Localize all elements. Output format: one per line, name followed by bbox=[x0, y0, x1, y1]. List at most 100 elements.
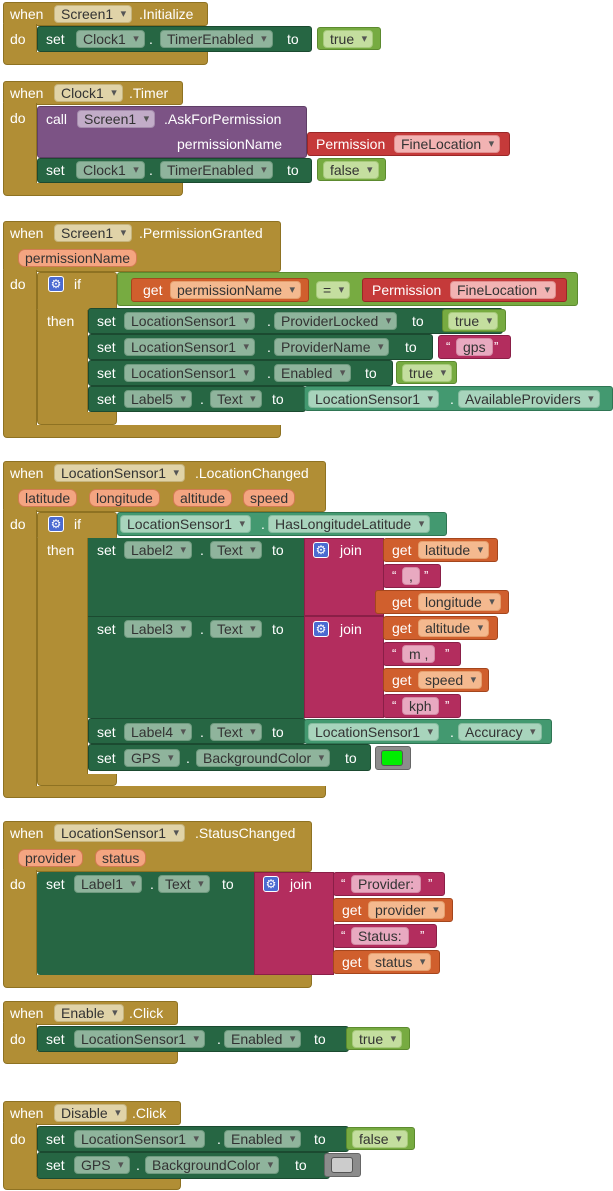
property-dropdown[interactable]: BackgroundColor bbox=[196, 749, 331, 767]
component-dropdown[interactable]: Screen1 bbox=[54, 5, 133, 23]
boolean-dropdown[interactable]: true bbox=[448, 312, 499, 330]
component-dropdown[interactable]: Label3 bbox=[124, 620, 193, 638]
text-value[interactable]: m , bbox=[402, 645, 436, 663]
property-dropdown[interactable]: AvailableProviders bbox=[458, 390, 600, 408]
variable-dropdown[interactable]: longitude bbox=[418, 593, 501, 611]
component-dropdown[interactable]: Clock1 bbox=[76, 161, 145, 179]
property-dropdown[interactable]: Text bbox=[210, 620, 262, 638]
gear-icon[interactable]: ⚙ bbox=[313, 542, 329, 558]
property-dropdown[interactable]: Enabled bbox=[224, 1030, 302, 1048]
component-dropdown[interactable]: Screen1 bbox=[54, 224, 133, 242]
property-dropdown[interactable]: HasLongitudeLatitude bbox=[268, 515, 431, 533]
event-block-bottom bbox=[3, 786, 326, 798]
boolean-dropdown[interactable]: true bbox=[323, 30, 374, 48]
to-keyword: to bbox=[314, 1031, 326, 1047]
text-value[interactable]: Status: bbox=[351, 927, 409, 945]
component-dropdown[interactable]: Disable bbox=[54, 1104, 127, 1122]
set-keyword: set bbox=[97, 391, 116, 407]
component-dropdown[interactable]: Label2 bbox=[124, 541, 193, 559]
component-dropdown[interactable]: LocationSensor1 bbox=[74, 1030, 206, 1048]
dot-separator: . bbox=[150, 876, 154, 892]
open-quote-icon: “ bbox=[392, 568, 397, 583]
boolean-dropdown[interactable]: false bbox=[323, 161, 379, 179]
to-keyword: to bbox=[272, 724, 284, 740]
variable-dropdown[interactable]: permissionName bbox=[170, 281, 302, 299]
property-dropdown[interactable]: ProviderName bbox=[274, 338, 390, 356]
text-value[interactable]: Provider: bbox=[351, 875, 422, 893]
do-keyword: do bbox=[10, 1031, 26, 1047]
component-dropdown[interactable]: LocationSensor1 bbox=[74, 1130, 206, 1148]
boolean-dropdown[interactable]: true bbox=[352, 1030, 403, 1048]
get-keyword: get bbox=[392, 620, 412, 636]
open-quote-icon: “ bbox=[341, 928, 346, 943]
set-keyword: set bbox=[97, 365, 116, 381]
event-do-section bbox=[3, 103, 37, 185]
operator-dropdown[interactable]: = bbox=[316, 281, 351, 299]
component-dropdown[interactable]: Label5 bbox=[124, 390, 193, 408]
component-dropdown[interactable]: LocationSensor1 bbox=[124, 364, 256, 382]
component-dropdown[interactable]: LocationSensor1 bbox=[308, 723, 440, 741]
property-dropdown[interactable]: TimerEnabled bbox=[160, 161, 273, 179]
open-quote-icon: “ bbox=[446, 339, 451, 354]
property-dropdown[interactable]: Text bbox=[210, 541, 262, 559]
gear-icon[interactable]: ⚙ bbox=[48, 276, 64, 292]
property-dropdown[interactable]: Enabled bbox=[224, 1130, 302, 1148]
when-keyword: when bbox=[10, 825, 44, 841]
component-dropdown[interactable]: LocationSensor1 bbox=[120, 515, 252, 533]
permission-dropdown[interactable]: FineLocation bbox=[450, 281, 557, 299]
component-dropdown[interactable]: Clock1 bbox=[76, 30, 145, 48]
property-dropdown[interactable]: ProviderLocked bbox=[274, 312, 398, 330]
event-do-section bbox=[3, 24, 37, 54]
event-parameter[interactable]: speed bbox=[243, 489, 296, 507]
variable-dropdown[interactable]: speed bbox=[418, 671, 483, 689]
event-parameter[interactable]: longitude bbox=[89, 489, 160, 507]
set-keyword: set bbox=[46, 162, 65, 178]
color-swatch[interactable] bbox=[331, 1157, 353, 1173]
component-dropdown[interactable]: GPS bbox=[124, 749, 180, 767]
component-dropdown[interactable]: GPS bbox=[74, 1156, 130, 1174]
boolean-dropdown[interactable]: true bbox=[402, 364, 453, 382]
variable-dropdown[interactable]: provider bbox=[368, 901, 445, 919]
component-dropdown[interactable]: LocationSensor1 bbox=[124, 312, 256, 330]
component-dropdown[interactable]: Label1 bbox=[74, 875, 143, 893]
property-dropdown[interactable]: Text bbox=[210, 390, 262, 408]
gear-icon[interactable]: ⚙ bbox=[263, 876, 279, 892]
property-dropdown[interactable]: Text bbox=[210, 723, 262, 741]
component-dropdown[interactable]: LocationSensor1 bbox=[124, 338, 256, 356]
event-do-section bbox=[3, 270, 37, 427]
text-value[interactable]: , bbox=[402, 567, 420, 585]
text-value[interactable]: gps bbox=[456, 338, 493, 356]
if-block-bottom bbox=[37, 774, 117, 786]
gear-icon[interactable]: ⚙ bbox=[313, 621, 329, 637]
event-parameter[interactable]: latitude bbox=[18, 489, 78, 507]
permission-dropdown[interactable]: FineLocation bbox=[394, 135, 501, 153]
component-dropdown[interactable]: Enable bbox=[54, 1004, 124, 1022]
property-dropdown[interactable]: TimerEnabled bbox=[160, 30, 273, 48]
property-dropdown[interactable]: BackgroundColor bbox=[145, 1156, 280, 1174]
component-dropdown[interactable]: Screen1 bbox=[77, 110, 156, 128]
component-dropdown[interactable]: LocationSensor1 bbox=[54, 464, 186, 482]
event-parameter[interactable]: permissionName bbox=[18, 249, 138, 267]
property-dropdown[interactable]: Enabled bbox=[274, 364, 352, 382]
event-parameter[interactable]: provider bbox=[18, 849, 83, 867]
event-parameter[interactable]: status bbox=[95, 849, 147, 867]
boolean-dropdown[interactable]: false bbox=[352, 1130, 408, 1148]
component-dropdown[interactable]: LocationSensor1 bbox=[308, 390, 440, 408]
event-parameter[interactable]: altitude bbox=[173, 489, 233, 507]
dot-separator: . bbox=[200, 391, 204, 407]
variable-dropdown[interactable]: altitude bbox=[418, 619, 490, 637]
set-keyword: set bbox=[46, 876, 65, 892]
component-dropdown[interactable]: LocationSensor1 bbox=[54, 824, 186, 842]
text-value[interactable]: kph bbox=[402, 697, 439, 715]
property-dropdown[interactable]: Accuracy bbox=[458, 723, 542, 741]
when-keyword: when bbox=[10, 465, 44, 481]
variable-dropdown[interactable]: latitude bbox=[418, 541, 490, 559]
variable-dropdown[interactable]: status bbox=[368, 953, 432, 971]
component-dropdown[interactable]: Label4 bbox=[124, 723, 193, 741]
gear-icon[interactable]: ⚙ bbox=[48, 516, 64, 532]
to-keyword: to bbox=[295, 1157, 307, 1173]
property-dropdown[interactable]: Text bbox=[158, 875, 210, 893]
color-swatch[interactable] bbox=[381, 750, 403, 766]
component-dropdown[interactable]: Clock1 bbox=[54, 84, 123, 102]
get-keyword: get bbox=[342, 902, 362, 918]
